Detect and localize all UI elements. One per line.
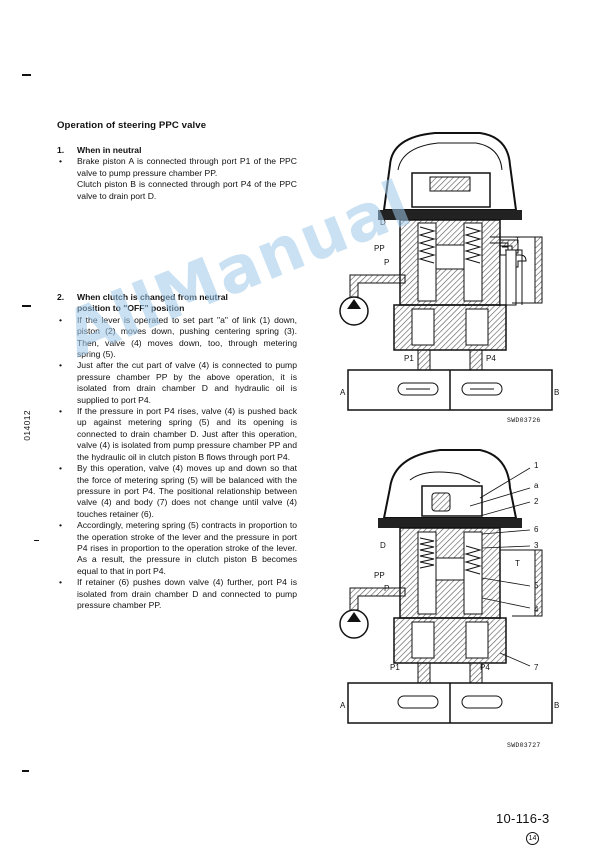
label-p: P xyxy=(384,258,389,267)
label-pp: PP xyxy=(374,244,385,253)
label-t: T xyxy=(515,236,520,245)
label-p4: P4 xyxy=(480,663,490,672)
label-p4: P4 xyxy=(486,354,496,363)
label-p1: P1 xyxy=(390,663,400,672)
list-item-continuation: Clutch piston B is connected through por… xyxy=(77,179,297,201)
figure-1-code: SWD03726 xyxy=(507,417,541,424)
label-4: 4 xyxy=(534,605,539,614)
section-2-heading-line2: position to "OFF" position xyxy=(77,303,185,314)
label-p1: P1 xyxy=(404,354,414,363)
list-item: • By this operation, valve (4) moves up … xyxy=(59,463,297,519)
list-item: • If the pressure in port P4 rises, valv… xyxy=(59,406,297,462)
list-item: • If the lever is operated to set part "… xyxy=(59,314,297,360)
label-a: A xyxy=(340,701,346,710)
label-b: B xyxy=(554,388,559,397)
figure-2-clutch-off-diagram: 1 a 2 6 3 5 4 7 D PP P T P1 P4 A B xyxy=(339,449,559,724)
section-title: Operation of steering PPC valve xyxy=(57,120,207,131)
margin-mark xyxy=(34,540,39,541)
section-2: 2. When clutch is changed from neutral p… xyxy=(57,292,297,611)
list-item: • Just after the cut part of valve (4) i… xyxy=(59,360,297,405)
label-a-part: a xyxy=(534,481,539,490)
section-1-heading: 1. When in neutral xyxy=(57,145,142,155)
label-p: P xyxy=(384,584,389,593)
side-document-code: 014012 xyxy=(22,410,32,441)
label-1: 1 xyxy=(534,461,539,470)
figure-1-neutral-diagram: D PP P T P1 P4 A B xyxy=(339,132,559,411)
label-5: 5 xyxy=(534,581,539,590)
list-item: • Accordingly, metering spring (5) contr… xyxy=(59,520,297,576)
label-d: D xyxy=(380,218,386,227)
margin-mark xyxy=(22,74,31,76)
label-2: 2 xyxy=(534,497,539,506)
figure-2-code: SWD03727 xyxy=(507,742,541,749)
section-1: 1. When in neutral • Brake piston A is c… xyxy=(57,145,297,202)
section-2-heading: 2. When clutch is changed from neutral xyxy=(57,292,228,302)
label-b: B xyxy=(554,701,559,710)
label-d: D xyxy=(380,541,386,550)
margin-mark xyxy=(22,305,31,307)
page-revision-badge: 14 xyxy=(526,832,539,845)
list-item: • Brake piston A is connected through po… xyxy=(59,156,297,178)
label-6: 6 xyxy=(534,525,539,534)
label-a: A xyxy=(340,388,346,397)
label-7: 7 xyxy=(534,663,539,672)
label-t: T xyxy=(515,559,520,568)
label-pp: PP xyxy=(374,571,385,580)
label-3: 3 xyxy=(534,541,539,550)
page-number: 10-116-3 xyxy=(496,811,550,826)
list-item: • If retainer (6) pushes down valve (4) … xyxy=(59,577,297,610)
margin-mark xyxy=(22,770,29,772)
